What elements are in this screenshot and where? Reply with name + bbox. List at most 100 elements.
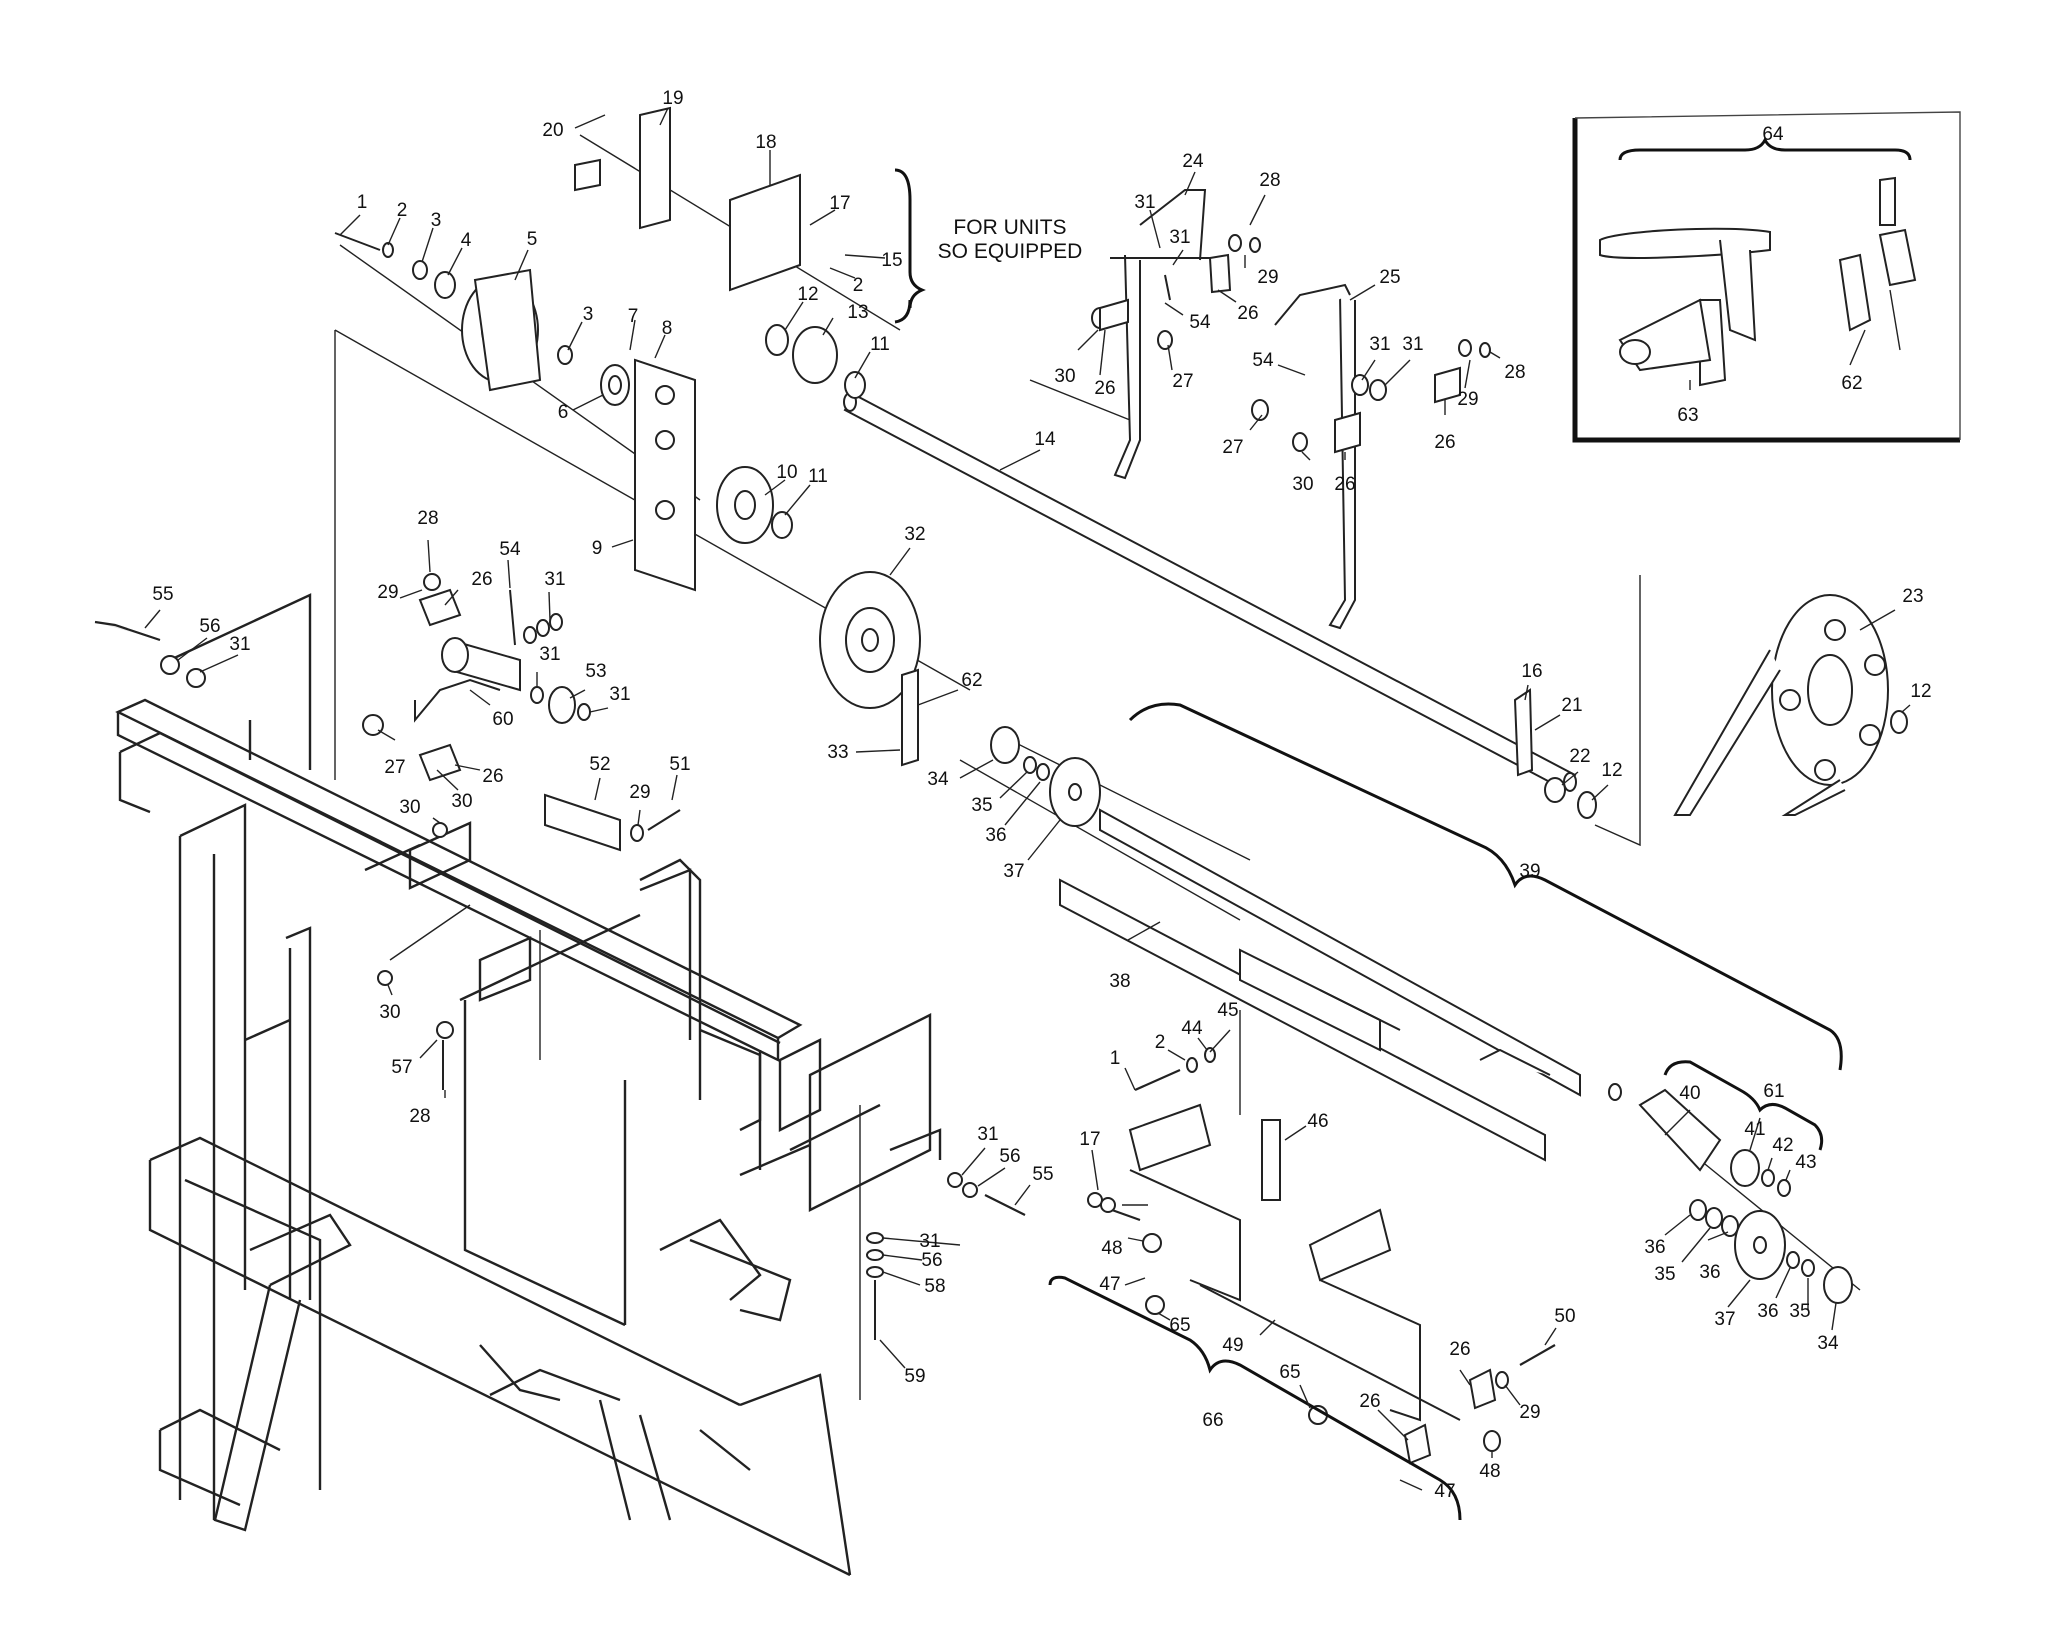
callout-label: 49 — [1222, 1335, 1243, 1356]
callout-label: 27 — [1172, 371, 1193, 392]
callout-label: 36 — [1757, 1301, 1778, 1322]
callout-label: 29 — [629, 782, 650, 803]
callout-label: 22 — [1569, 746, 1590, 767]
callout-label: 3 — [431, 210, 442, 231]
callout-label: 9 — [592, 538, 603, 559]
callout-label: 15 — [881, 250, 902, 271]
callout-label: 31 — [1169, 227, 1190, 248]
callout-label: 23 — [1902, 586, 1923, 607]
callout-label: 17 — [1079, 1129, 1100, 1150]
callout-label: 44 — [1181, 1018, 1203, 1039]
brace-39 — [1128, 702, 1843, 1071]
callout-labels: 1 2 3 4 5 3 6 7 8 9 10 11 11 12 13 14 15… — [152, 88, 1931, 1502]
callout-label: 36 — [985, 825, 1006, 846]
callout-label: 19 — [662, 88, 683, 109]
callout-label: 38 — [1109, 971, 1130, 992]
callout-label: 29 — [377, 582, 398, 603]
brace-for-units — [894, 168, 926, 324]
callout-label: 26 — [471, 569, 492, 590]
callout-label: 31 — [919, 1231, 940, 1252]
callout-label: 53 — [585, 661, 606, 682]
callout-label: 31 — [539, 644, 560, 665]
callout-label: 11 — [870, 334, 890, 355]
callout-label: 26 — [1094, 378, 1115, 399]
callout-label: 7 — [628, 306, 639, 327]
callout-label: 3 — [583, 304, 594, 325]
callout-label: 8 — [662, 318, 673, 339]
callout-label: 47 — [1434, 1481, 1455, 1502]
callout-label: 31 — [1402, 334, 1423, 355]
callout-label: 28 — [417, 508, 438, 529]
callout-label: 48 — [1101, 1238, 1122, 1259]
callout-label: 31 — [1369, 334, 1390, 355]
callout-label: 30 — [399, 797, 420, 818]
callout-label: 37 — [1714, 1309, 1735, 1330]
note-line-1: FOR UNITS — [953, 216, 1066, 239]
callout-label: 30 — [1292, 474, 1313, 495]
callout-label: 31 — [977, 1124, 998, 1145]
callout-label: 26 — [1359, 1391, 1380, 1412]
callout-label: 26 — [1449, 1339, 1470, 1360]
callout-label: 54 — [1189, 312, 1211, 333]
callout-label: 36 — [1699, 1262, 1720, 1283]
callout-label: 12 — [1601, 760, 1622, 781]
callout-label: 65 — [1169, 1315, 1190, 1336]
callout-label: 31 — [1134, 192, 1155, 213]
callout-label: 60 — [492, 709, 513, 730]
callout-label: 37 — [1003, 861, 1024, 882]
callout-label: 66 — [1202, 1410, 1223, 1431]
callout-label: 50 — [1554, 1306, 1575, 1327]
callout-leaders — [144, 107, 1911, 1491]
inset-tool-box — [1572, 111, 1961, 443]
callout-label: 5 — [527, 229, 538, 250]
callout-label: 29 — [1457, 389, 1478, 410]
callout-label: 17 — [829, 193, 850, 214]
callout-label: 26 — [1434, 432, 1455, 453]
callout-label: 30 — [1054, 366, 1075, 387]
linkage-assembly — [94, 573, 681, 1090]
callout-label: 45 — [1217, 1000, 1238, 1021]
callout-label: 52 — [589, 754, 610, 775]
pedal-assembly — [1091, 189, 1491, 630]
callout-label: 56 — [999, 1146, 1020, 1167]
callout-label: 14 — [1034, 429, 1056, 450]
callout-label: 34 — [927, 769, 949, 790]
callout-label: 18 — [755, 132, 776, 153]
callout-label: 13 — [847, 302, 868, 323]
callout-label: 63 — [1677, 405, 1698, 426]
callout-label: 34 — [1817, 1333, 1839, 1354]
callout-label: 56 — [199, 616, 220, 637]
braces — [894, 136, 1912, 1521]
callout-label: 59 — [904, 1366, 925, 1387]
brace-64 — [1618, 136, 1912, 161]
callout-label: 39 — [1519, 861, 1540, 882]
callout-label: 64 — [1762, 124, 1784, 145]
callout-label: 2 — [397, 200, 408, 221]
callout-label: 2 — [853, 275, 864, 296]
callout-label: 51 — [669, 754, 690, 775]
callout-label: 30 — [379, 1002, 400, 1023]
callout-label: 41 — [1744, 1119, 1765, 1140]
callout-label: 26 — [482, 766, 503, 787]
callout-label: 20 — [542, 120, 563, 141]
callout-label: 56 — [921, 1250, 942, 1271]
callout-label: 21 — [1561, 695, 1582, 716]
callout-label: 28 — [409, 1106, 430, 1127]
callout-label: 54 — [1252, 350, 1274, 371]
callout-label: 61 — [1763, 1081, 1784, 1102]
callout-label: 36 — [1644, 1237, 1665, 1258]
brace-66 — [1048, 1275, 1462, 1521]
callout-label: 2 — [1155, 1032, 1166, 1053]
callout-label: 35 — [971, 795, 992, 816]
callout-label: 25 — [1379, 267, 1400, 288]
callout-label: 62 — [1841, 373, 1862, 394]
callout-label: 31 — [229, 634, 250, 655]
callout-label: 26 — [1334, 474, 1355, 495]
callout-label: 35 — [1789, 1301, 1810, 1322]
callout-label: 27 — [1222, 437, 1243, 458]
callout-label: 55 — [1032, 1164, 1053, 1185]
callout-label: 30 — [451, 791, 472, 812]
callout-label: 31 — [544, 569, 565, 590]
callout-label: 26 — [1237, 303, 1258, 324]
